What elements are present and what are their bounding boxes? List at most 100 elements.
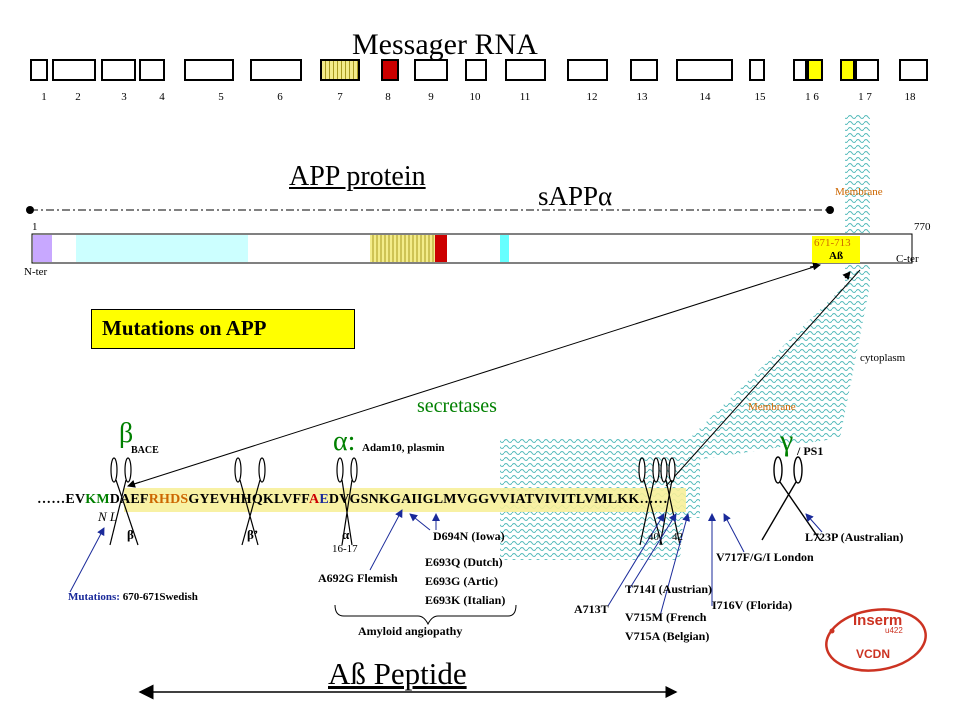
seq-prefix: ……EV <box>37 492 86 507</box>
alpha-symbol: α: <box>333 426 356 457</box>
inserm-logo-sub: VCDN <box>856 647 891 661</box>
mutations-prefix: Mutations: <box>68 591 120 603</box>
inserm-logo-unit: u422 <box>885 626 903 635</box>
protein-start-number: 1 <box>32 221 38 233</box>
ps1-scissors <box>761 456 821 541</box>
abeta-range: 671-713 <box>814 237 851 249</box>
exon-14 <box>676 59 733 81</box>
exon-number: 1 7 <box>858 91 872 103</box>
membrane-label-2: Membrane <box>748 401 796 413</box>
mutation-artic: E693G (Artic) <box>425 574 498 588</box>
exon-number: 4 <box>159 91 165 103</box>
exon-number: 13 <box>636 91 648 103</box>
protein-end-number: 770 <box>914 221 931 233</box>
beta-cut-label: β <box>127 527 134 542</box>
adam10-label: Adam10, plasmin <box>362 442 445 454</box>
mutation-a713t: A713T <box>574 602 609 616</box>
c-ter-label: C-ter <box>896 253 919 265</box>
n-ter-label: N-ter <box>24 266 48 278</box>
beta-prime-scissors <box>234 457 266 546</box>
exon-number: 6 <box>277 91 283 103</box>
exon-number: 18 <box>904 91 916 103</box>
sequence-highlight <box>124 488 686 512</box>
exon-number: 1 6 <box>805 91 819 103</box>
abeta-label: Aß <box>829 250 844 262</box>
exon-18 <box>899 59 928 81</box>
exon-9 <box>414 59 448 81</box>
exon-13 <box>630 59 658 81</box>
mutation-austrian: T714I (Austrian) <box>625 582 713 596</box>
mutation-italian: E693K (Italian) <box>425 593 506 607</box>
mutation-french: V715M (French <box>625 610 707 624</box>
exon-number: 11 <box>519 91 531 103</box>
cytoplasm-label: cytoplasm <box>860 352 906 364</box>
beta-prime-cut-label: β’ <box>247 527 259 542</box>
alpha-cut-label: α <box>342 527 350 542</box>
amyloid-angiopathy: Amyloid angiopathy <box>358 624 463 638</box>
exon-number: 2 <box>75 91 81 103</box>
app-sequence: ……EVKMDAEFRHDSGYEVHHQKLVFFAEDVGSNKGAIIGL… <box>37 493 668 507</box>
mrna-title: Messager RNA <box>352 28 538 61</box>
abeta-peptide-title: Aß Peptide <box>328 656 467 691</box>
mutation-florida: I716V (Florida) <box>712 598 793 612</box>
bace-label: BACE <box>131 445 159 456</box>
membrane-label: Membrane <box>835 186 883 198</box>
exon-2 <box>52 59 96 81</box>
mutation-belgian: V715A (Belgian) <box>625 629 710 643</box>
seq-gyev: GYEVHHQKLVFF <box>188 492 310 507</box>
exon-17b <box>855 59 879 81</box>
seq-rest: DVGSNKGAIIGLMVGGVVIATVIVITLVMLKK…… <box>328 492 668 507</box>
mutation-iowa: D694N (Iowa) <box>433 529 505 543</box>
exon-17a <box>840 59 855 81</box>
exon-number: 7 <box>337 91 343 103</box>
mutation-flemish: A692G Flemish <box>318 571 398 585</box>
app-protein-title: APP protein <box>289 161 426 192</box>
alpha-position: 16-17 <box>332 543 358 555</box>
mutation-australian: L723P (Australian) <box>805 530 904 544</box>
seq-daef: DAEF <box>109 492 149 507</box>
exon-5 <box>184 59 234 81</box>
secretases-title: secretases <box>417 395 497 417</box>
membrane-funnel <box>500 285 870 560</box>
gamma42-scissors <box>659 457 681 546</box>
mutations-callout: Mutations on APP <box>91 309 355 349</box>
seq-km: KM <box>85 492 110 507</box>
exon-16a <box>793 59 807 81</box>
exon-15 <box>749 59 765 81</box>
mutation-london: V717F/G/I London <box>716 550 814 564</box>
exon-10 <box>465 59 487 81</box>
seq-rhds: RHDS <box>148 492 189 507</box>
nl-label: N L <box>98 509 118 524</box>
exon-number: 14 <box>699 91 711 103</box>
exon-number: 9 <box>428 91 434 103</box>
seq-e: E <box>319 492 329 507</box>
exon-3 <box>101 59 136 81</box>
exon-number: 3 <box>121 91 127 103</box>
exon-1 <box>30 59 48 81</box>
inserm-logo-ring <box>825 608 927 672</box>
sappalpha-label: sAPPα <box>538 181 613 211</box>
beta-symbol: β <box>119 418 134 449</box>
mutation-swedish: Mutations: 670-671Swedish <box>68 592 198 603</box>
exon-4 <box>139 59 165 81</box>
exon-12 <box>567 59 608 81</box>
abeta-region <box>812 236 860 263</box>
exon-number: 15 <box>754 91 766 103</box>
exon-11 <box>505 59 546 81</box>
exon-number: 10 <box>469 91 481 103</box>
exon-number: 12 <box>586 91 598 103</box>
inserm-logo-name: Inserm <box>853 612 903 629</box>
mutations-callout-text: Mutations on APP <box>102 316 267 340</box>
gamma-symbol: γ <box>780 424 794 457</box>
gamma40-scissors <box>638 457 663 546</box>
exon-6 <box>250 59 302 81</box>
swedish-label: 670-671Swedish <box>122 591 198 603</box>
exon-number: 8 <box>385 91 391 103</box>
exon-16b <box>807 59 823 81</box>
mutation-dutch: E693Q (Dutch) <box>425 555 503 569</box>
exon-number: 1 <box>41 91 47 103</box>
gamma-40: 40 <box>648 531 659 543</box>
exon-number: 5 <box>218 91 224 103</box>
